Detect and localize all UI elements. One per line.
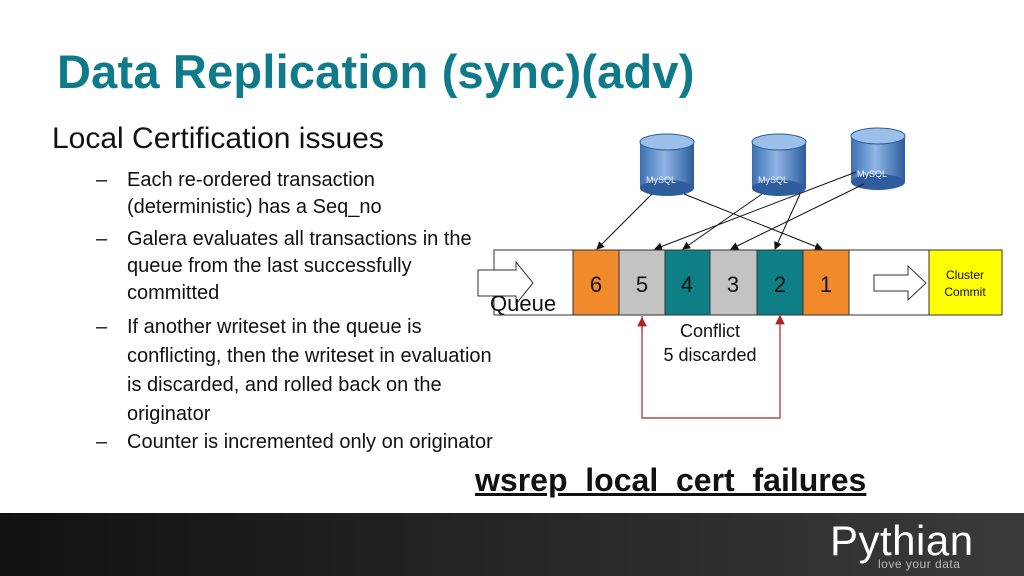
database-label: MySQL [758,175,788,185]
queue-cell-number: 6 [590,272,602,297]
status-variable-name: wsrep_local_cert_failures [475,462,867,498]
cluster-commit-label: Commit [944,285,986,299]
cluster-commit-label: Cluster [946,268,984,282]
brand-logo: Pythian [830,517,974,564]
queue-cells: 6 5 4 3 2 1 [572,249,850,316]
queue-cell-number: 2 [774,272,786,297]
database-icon: MySQL [850,127,906,190]
queue-label: Queue [490,291,556,316]
queue-cell [664,249,711,316]
queue-cell-number: 1 [820,272,832,297]
queue-cell [802,249,850,316]
database-icon: MySQL [639,133,695,196]
queue-cell [756,249,804,316]
queue-input-arrow-icon [477,260,534,306]
discarded-label: 5 discarded [663,345,756,365]
slide-title: Data Replication (sync)(adv) [57,45,695,98]
database-label: MySQL [646,175,676,185]
bullet-text: Each re-ordered transaction (determinist… [127,169,382,218]
bullet-dash: – [96,316,108,338]
bullet-dash: – [96,228,108,250]
bullet-text: If another writeset in the queue is conf… [127,316,492,425]
database-label: MySQL [857,169,887,179]
bullet-dash: – [96,169,108,191]
replication-arrows [596,171,865,251]
queue-cell [709,249,758,316]
bullet-text: Galera evaluates all transactions in the… [127,228,472,304]
conflict-label: Conflict [680,321,740,341]
queue-cell-number: 5 [636,272,648,297]
footer-bar [0,513,1024,576]
database-icon: MySQL [751,133,807,196]
queue-cell-number: 3 [727,272,739,297]
bullet-text: Counter is incremented only on originato… [127,431,493,453]
commit-arrow-icon [873,264,927,302]
queue-cell [572,249,620,316]
brand-tagline: love your data [878,557,961,571]
section-heading: Local Certification issues [52,122,384,155]
bullet-dash: – [96,431,108,453]
conflict-loop [637,314,785,419]
queue-cell [618,249,666,316]
cluster-commit-box [928,249,1003,316]
queue-cell-number: 4 [681,272,693,297]
